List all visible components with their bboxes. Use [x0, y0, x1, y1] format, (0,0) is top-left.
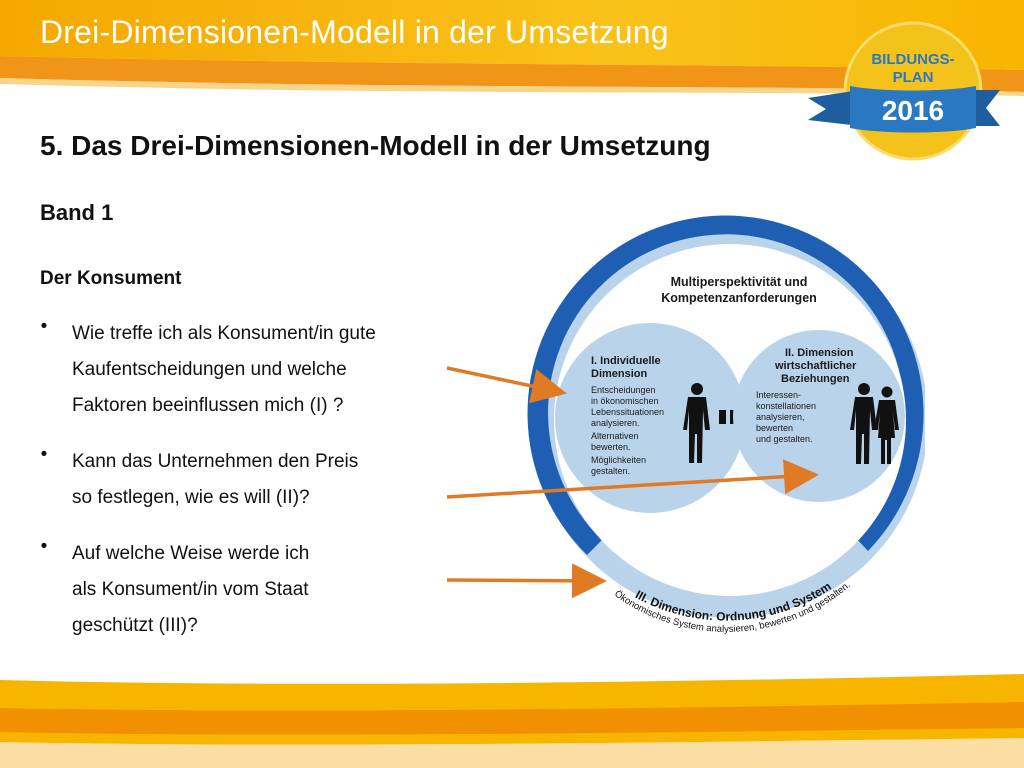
- question-list: • Wie treffe ich als Konsument/in gute K…: [34, 316, 454, 664]
- band-label: Band 1: [40, 200, 114, 225]
- question-line: Faktoren beeinflussen mich (I) ?: [72, 395, 344, 416]
- outer-title-line2: Kompetenzanforderungen: [661, 291, 817, 305]
- outer-ring: [527, 215, 924, 555]
- header-bar: Drei-Dimensionen-Modell in der Umsetzung: [0, 0, 1024, 100]
- dim2-text-line: konstellationen: [756, 401, 816, 411]
- dimension-2-circle: [733, 330, 905, 502]
- two-people-icon: [850, 383, 899, 464]
- dim2-text-line: analysieren,: [756, 412, 805, 422]
- dim1-text-line: gestalten.: [591, 466, 630, 476]
- three-dimension-diagram: Multiperspektivität und Kompetenzanforde…: [527, 215, 925, 635]
- question-item-3: • Auf welche Weise werde ich als Konsume…: [34, 536, 454, 644]
- page-title: 5. Das Drei-Dimensionen-Modell in der Um…: [40, 130, 711, 161]
- bildungsplan-badge: BILDUNGS- PLAN 2016: [808, 21, 1000, 161]
- dim1-text-line: bewerten.: [591, 442, 631, 452]
- dim1-title-line2: Dimension: [591, 368, 648, 380]
- dim2-text-line: und gestalten.: [756, 434, 813, 444]
- dim1-text-line: Lebenssituationen: [591, 407, 664, 417]
- dim2-text-line: bewerten: [756, 423, 793, 433]
- question-line: geschützt (III)?: [72, 615, 198, 636]
- badge-line2: PLAN: [893, 69, 934, 86]
- bullet-icon: •: [40, 316, 48, 337]
- subheading: Der Konsument: [40, 268, 182, 289]
- dim1-title-line1: I. Individuelle: [591, 355, 661, 367]
- dim2-title-line3: Beziehungen: [781, 373, 850, 385]
- outer-title-line1: Multiperspektivität und: [671, 275, 808, 289]
- dimension-1-circle: [555, 323, 745, 513]
- question-line: als Konsument/in vom Staat: [72, 579, 309, 600]
- bullet-icon: •: [40, 444, 48, 465]
- dim1-text-line: Alternativen: [591, 431, 639, 441]
- badge-line1: BILDUNGS-: [871, 51, 954, 68]
- bullet-icon: •: [40, 536, 48, 557]
- dim1-text-line: in ökonomischen: [591, 396, 659, 406]
- question-line: Auf welche Weise werde ich: [72, 543, 310, 564]
- dim2-title-line1: II. Dimension: [785, 347, 854, 359]
- question-item-2: • Kann das Unternehmen den Preis so fest…: [34, 444, 454, 516]
- question-line: Kann das Unternehmen den Preis: [72, 451, 359, 472]
- dim2-title-line2: wirtschaftlicher: [774, 360, 857, 372]
- dim2-text-line: Interessen-: [756, 390, 801, 400]
- badge-year: 2016: [882, 95, 944, 126]
- header-background: [0, 0, 1024, 100]
- footer-bar: [0, 674, 1024, 768]
- question-line: so festlegen, wie es will (II)?: [72, 487, 310, 508]
- dim1-text-line: analysieren.: [591, 418, 640, 428]
- question-item-1: • Wie treffe ich als Konsument/in gute K…: [34, 316, 454, 424]
- dim1-text-line: Entscheidungen: [591, 385, 656, 395]
- header-title: Drei-Dimensionen-Modell in der Umsetzung: [40, 14, 669, 50]
- question-line: Wie treffe ich als Konsument/in gute: [72, 323, 376, 344]
- question-line: Kaufentscheidungen und welche: [72, 359, 347, 380]
- dim1-text-line: Möglichkeiten: [591, 455, 646, 465]
- person-icon: [683, 383, 710, 463]
